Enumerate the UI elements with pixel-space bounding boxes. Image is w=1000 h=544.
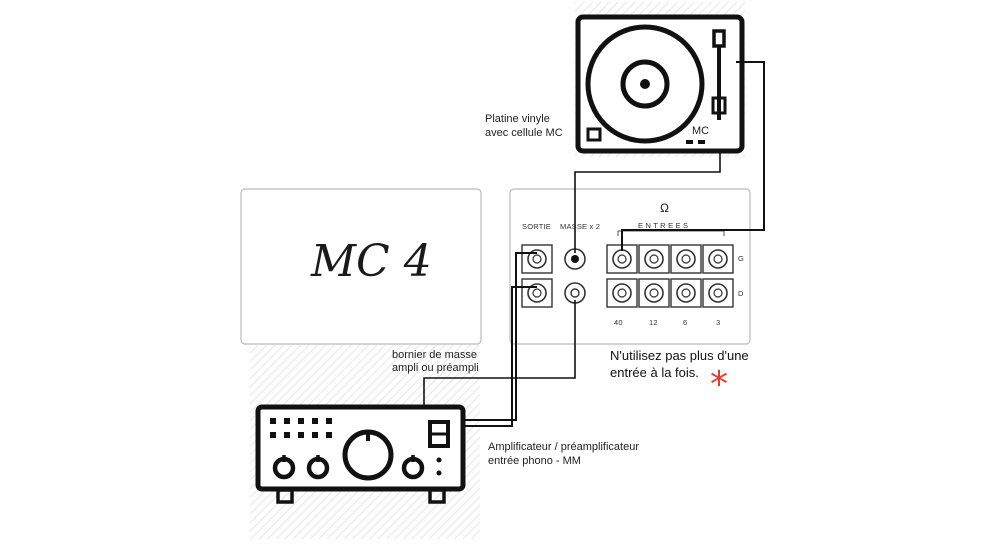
channel-g-label: G xyxy=(738,254,745,263)
warning-line2: entrée à la fois. xyxy=(610,365,699,380)
cable-sortie-to-amp-d xyxy=(463,286,537,427)
cartridge-label: MC xyxy=(692,125,710,137)
impedance-3: 3 xyxy=(716,318,721,327)
cable-sortie-to-amp-g xyxy=(463,252,537,421)
amp-caption-line1: Amplificateur / préamplificateur xyxy=(488,441,640,453)
impedance-40: 40 xyxy=(614,318,623,327)
cable-turntable-ground xyxy=(574,152,721,253)
amplifier-icon xyxy=(255,404,466,504)
ground-caption-line1: bornier de masse xyxy=(392,349,477,361)
mc4-front-box xyxy=(240,188,482,345)
sortie-jacks xyxy=(521,244,553,308)
turntable-icon xyxy=(575,14,745,154)
cable-turntable-signal xyxy=(621,61,765,251)
channel-d-label: D xyxy=(738,289,744,298)
turntable-caption-line1: Platine vinyle xyxy=(485,113,550,125)
warning-line1: N'utilisez pas plus d'une xyxy=(610,348,749,363)
device-title: MC 4 xyxy=(311,236,432,287)
turntable-caption-line2: avec cellule MC xyxy=(485,127,563,139)
cables xyxy=(423,61,765,427)
cable-ground-to-amp xyxy=(423,300,576,408)
entrees-label: E N T R E E S xyxy=(638,221,689,230)
warning-asterisk-icon: * xyxy=(710,364,728,405)
amp-indicator-grid xyxy=(270,418,332,438)
entrees-jacks xyxy=(606,244,734,308)
sortie-label: SORTIE xyxy=(522,222,551,231)
impedance-12: 12 xyxy=(649,318,658,327)
masse-label: MASSE x 2 xyxy=(560,222,601,231)
ground-caption-line2: ampli ou préampli xyxy=(392,362,479,374)
ohm-symbol: Ω xyxy=(660,201,669,215)
impedance-6: 6 xyxy=(683,318,688,327)
amp-caption-line2: entrée phono - MM xyxy=(488,455,581,467)
mc4-rear-panel xyxy=(509,188,751,345)
